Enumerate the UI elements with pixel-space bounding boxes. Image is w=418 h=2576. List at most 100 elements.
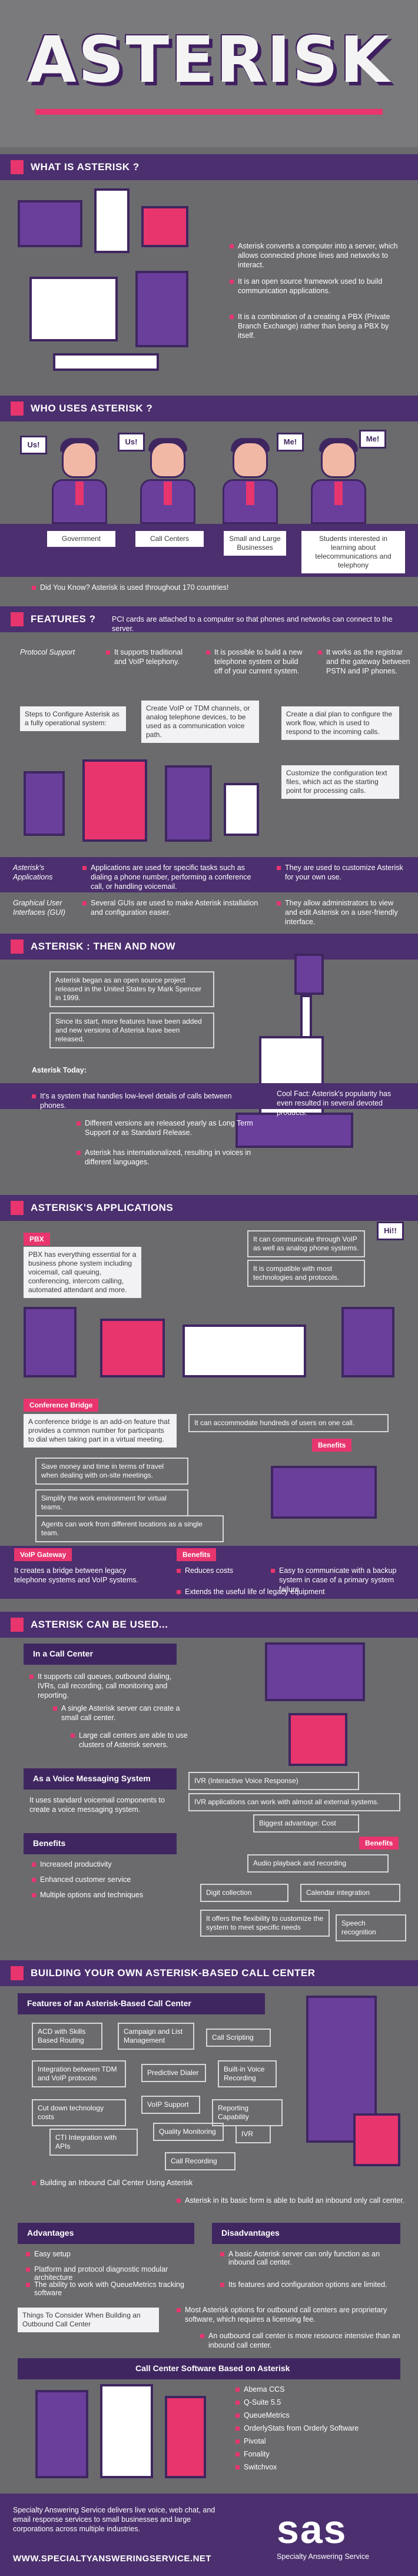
- vm-text: It uses standard voicemail components to…: [29, 1796, 165, 1814]
- section-title: WHO USES ASTERISK ?: [31, 403, 153, 414]
- footer-description: Specialty Answering Service delivers liv…: [13, 2506, 215, 2533]
- computers-illustration: [18, 188, 218, 383]
- phone-base-icon: [353, 2113, 400, 2166]
- gateway-benefit-1: Reduces costs: [177, 1566, 265, 1575]
- section-marker: [11, 401, 24, 416]
- reel-recorder-icon: [265, 1642, 365, 1701]
- feature-box: Predictive Dialer: [141, 2064, 206, 2082]
- today-3: Asterisk has internationalized, resultin…: [77, 1148, 253, 1167]
- head: [233, 441, 268, 478]
- protocol-1: It supports traditional and VoIP telepho…: [106, 648, 194, 666]
- software-3: QueueMetrics: [235, 2411, 290, 2419]
- inbound-2: Asterisk in its basic form is able to bu…: [177, 2196, 412, 2205]
- conference-label: Conference Bridge: [24, 1399, 99, 1412]
- subheader-text: Benefits: [33, 1838, 66, 1848]
- speech-bubble: Us!: [20, 436, 47, 454]
- protocol-2: It is possible to build a new telephone …: [206, 648, 306, 676]
- gui-2: They allow administrators to view and ed…: [277, 898, 406, 927]
- server-rack-icon: [35, 2390, 88, 2478]
- feature-box: VoIP Support: [141, 2096, 200, 2114]
- feature-box: IVR: [235, 2125, 271, 2143]
- section-used-header: ASTERISK CAN BE USED...: [0, 1612, 418, 1638]
- today-1: It's a system that handles low-level det…: [32, 1091, 256, 1110]
- tie: [246, 482, 254, 505]
- pbx-console-icon: [183, 1324, 306, 1377]
- feature-box: Built-in Voice Recording: [218, 2060, 277, 2087]
- ivr-benefit-3: Calendar integration: [300, 1884, 400, 1902]
- gateway-label: VoIP Gateway: [14, 1548, 72, 1561]
- feature-box: Call Recording: [165, 2152, 235, 2170]
- features-intro: PCI cards are attached to a computer so …: [112, 615, 393, 633]
- speech-bubble: Me!: [359, 430, 386, 449]
- footer-url-link[interactable]: WWW.SPECIALTYANSWERINGSERVICE.NET: [13, 2554, 212, 2564]
- statue-of-liberty-illustration: [235, 954, 389, 1154]
- gateway-text: It creates a bridge between legacy telep…: [14, 1566, 138, 1584]
- ivr-benefits-label: Benefits: [359, 1837, 399, 1850]
- speech-bubble: Us!: [118, 433, 145, 452]
- cellphone-icon: [24, 771, 65, 836]
- pedestal-icon: [235, 1113, 353, 1148]
- group-government: Government: [46, 530, 117, 548]
- feature-box: Integration between TDM and VoIP protoco…: [32, 2060, 126, 2087]
- section-marker: [11, 1201, 24, 1215]
- section-what-header: WHAT IS ASTERISK ?: [0, 154, 418, 180]
- software-6: Fonality: [235, 2450, 270, 2458]
- what-bullet-1: Asterisk converts a computer into a serv…: [230, 241, 400, 270]
- section-marker: [11, 160, 24, 174]
- feature-box: Quality Monitoring: [153, 2123, 224, 2141]
- step-3-box: Customize the configuration text files, …: [281, 765, 399, 799]
- today-label: Asterisk Today:: [32, 1066, 87, 1074]
- today-2: Different versions are released yearly a…: [77, 1118, 253, 1137]
- feature-box: Call Scripting: [206, 2029, 271, 2047]
- conference-phone-icon: [271, 1466, 377, 1519]
- apps-1: Applications are used for specific tasks…: [82, 863, 259, 891]
- section-marker: [11, 1618, 24, 1632]
- server-tower-icon: [94, 188, 130, 253]
- section-apps-header: ASTERISK'S APPLICATIONS: [0, 1195, 418, 1221]
- apps-2: They are used to customize Asterisk for …: [277, 863, 406, 882]
- dis-2: Its features and configuration options a…: [220, 2280, 397, 2289]
- sas-logo-subtitle: Specialty Answering Service: [277, 2552, 370, 2561]
- history-box-2: Since its start, more features have been…: [49, 1013, 214, 1048]
- subheader-text: Advantages: [27, 2228, 74, 2238]
- robots-illustration: [24, 1307, 400, 1389]
- speech-bubble: Me!: [277, 433, 304, 452]
- ivr-benefit-1: Audio playback and recording: [247, 1854, 389, 1873]
- conference-benefit-2: Simplify the work environment for virtua…: [35, 1489, 188, 1516]
- software-1: Abema CCS: [235, 2385, 284, 2394]
- section-then-now-header: ASTERISK : THEN AND NOW: [0, 934, 418, 960]
- adv-1: Easy setup: [26, 2250, 203, 2258]
- conference-phone-illustration: [247, 1460, 400, 1525]
- vm-benefit-3: Multiple options and techniques: [32, 1891, 143, 1899]
- ivr-benefit-2: Digit collection: [200, 1884, 288, 1902]
- tie: [75, 482, 84, 505]
- software-subheader: Call Center Software Based on Asterisk: [18, 2358, 400, 2379]
- section-title: WHAT IS ASTERISK ?: [31, 161, 140, 172]
- voice-messaging-subheader: As a Voice Messaging System: [24, 1768, 177, 1790]
- person-student-icon: [306, 436, 371, 524]
- head: [150, 441, 185, 478]
- ivr-benefit-5: Speech recognition: [336, 1914, 406, 1941]
- section-marker: [11, 1966, 24, 1980]
- feature-box: Cut down technology costs: [32, 2099, 126, 2126]
- step-2-box: Create a dial plan to configure the work…: [281, 706, 399, 740]
- step-1-box: Create VoIP or TDM channels, or analog t…: [141, 701, 259, 743]
- vm-benefit-2: Enhanced customer service: [32, 1875, 131, 1884]
- ivr-box-2: IVR applications can work with almost al…: [188, 1793, 400, 1811]
- sas-logo: sas: [277, 2507, 347, 2552]
- software-2: Q-Suite 5.5: [235, 2398, 281, 2406]
- cc-1: It supports call queues, outbound dialin…: [29, 1672, 183, 1700]
- desktop-computer-icon: [135, 271, 188, 347]
- subheader-text: Call Center Software Based on Asterisk: [135, 2363, 290, 2373]
- disadvantages-subheader: Disadvantages: [212, 2223, 400, 2244]
- section-title: ASTERISK CAN BE USED...: [31, 1619, 168, 1630]
- section-marker: [11, 612, 24, 626]
- person-business-icon: [218, 436, 283, 524]
- footer: Specialty Answering Service delivers liv…: [0, 2494, 418, 2576]
- laptop-icon: [29, 277, 118, 341]
- software-5: Pivotal: [235, 2437, 266, 2445]
- adv-3: The ability to work with QueueMetrics tr…: [26, 2280, 208, 2297]
- adv-2: Platform and protocol diagnostic modular…: [26, 2265, 203, 2282]
- arm-icon: [300, 995, 312, 1042]
- consider-box: Things To Consider When Building an Outb…: [18, 2308, 159, 2332]
